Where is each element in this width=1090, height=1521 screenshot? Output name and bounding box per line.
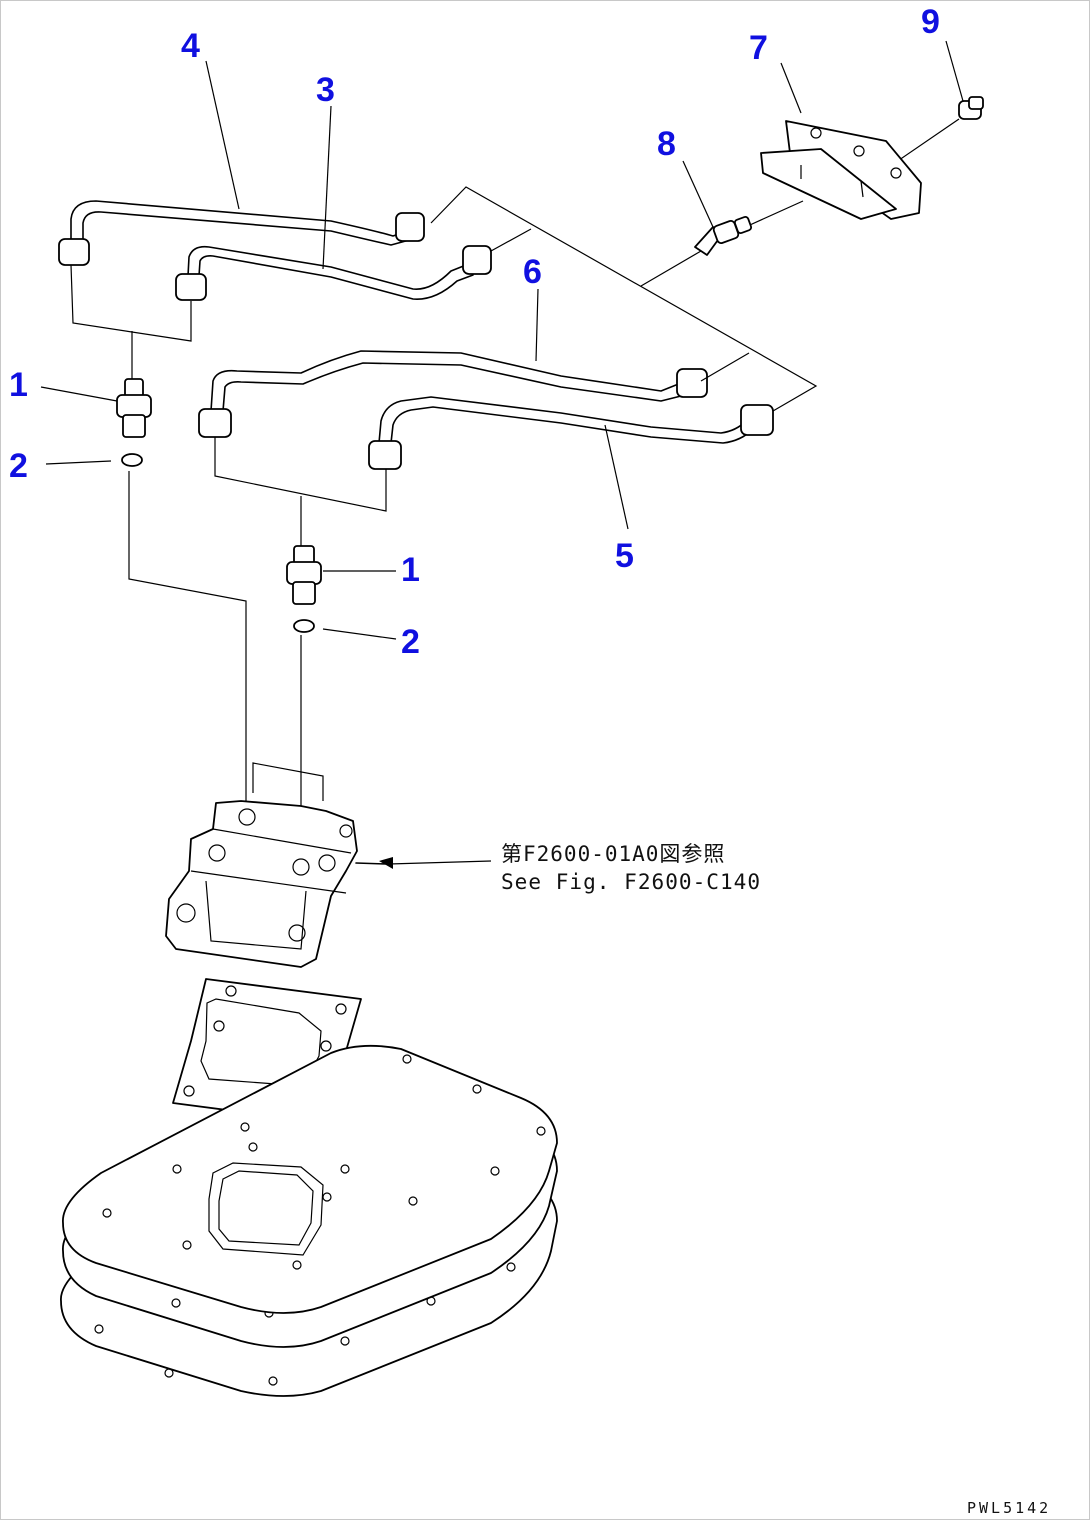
elbow-fitting-1-right [286, 545, 322, 605]
tube-4 [58, 200, 425, 266]
leader-lines [40, 40, 964, 640]
elbow-9 [958, 96, 984, 120]
fitting-8 [694, 215, 753, 256]
cover-plate-top [62, 1044, 558, 1314]
elbow-fitting-1-left [116, 378, 152, 438]
callout-1-left: 1 [9, 366, 28, 404]
connector-lines [70, 118, 960, 546]
callout-2-left: 2 [9, 447, 28, 485]
callout-3: 3 [316, 71, 335, 109]
callout-4: 4 [181, 27, 200, 65]
callout-9: 9 [921, 3, 940, 41]
reference-note-english: See Fig. F2600-C140 [501, 870, 761, 894]
tube-5 [368, 396, 774, 470]
callout-6: 6 [523, 253, 542, 291]
reference-note-japanese: 第F2600-01A0図参照 [501, 842, 725, 866]
callout-5: 5 [615, 537, 634, 575]
drawing-code: PWL5142 [967, 1499, 1051, 1517]
callout-7: 7 [749, 29, 768, 67]
o-ring-2-right [293, 619, 315, 633]
valve-body [165, 762, 387, 968]
tube-3 [175, 245, 492, 301]
callout-2-right: 2 [401, 623, 420, 661]
block-7 [760, 120, 922, 220]
callout-8: 8 [657, 125, 676, 163]
callout-1-right: 1 [401, 551, 420, 589]
o-ring-2-left [121, 453, 143, 467]
tube-6 [198, 350, 708, 438]
reference-leader [379, 857, 492, 869]
